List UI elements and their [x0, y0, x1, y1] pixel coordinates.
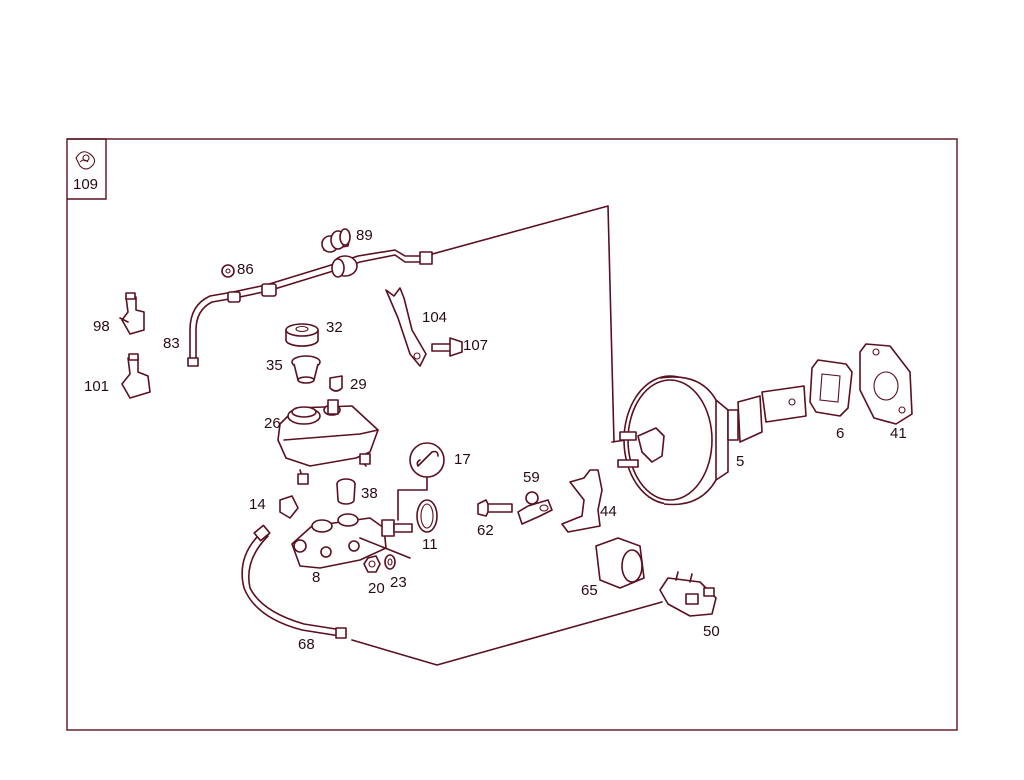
label-104: 104 — [422, 309, 447, 326]
part-68-hose — [241, 524, 347, 639]
part-26-reservoir — [277, 399, 379, 485]
label-26: 26 — [264, 415, 281, 432]
leader-lines — [424, 205, 627, 443]
label-17: 17 — [454, 451, 471, 468]
brake-caliper-icon — [75, 151, 96, 170]
part-98-connector — [119, 292, 145, 335]
label-86: 86 — [237, 261, 254, 278]
part-104-bracket — [385, 287, 427, 367]
part-107-bolt — [431, 337, 463, 357]
label-8: 8 — [312, 569, 320, 586]
label-35: 35 — [266, 357, 283, 374]
part-86-grommet — [221, 264, 235, 278]
part-38-seal — [336, 478, 356, 505]
part-89-boot — [321, 228, 351, 253]
brake-line-83 — [187, 249, 433, 367]
label-83: 83 — [163, 335, 180, 352]
label-6: 6 — [836, 425, 844, 442]
label-50: 50 — [703, 623, 720, 640]
part-29-plug — [329, 375, 343, 392]
part-20-nut — [363, 555, 381, 573]
part-35-strainer — [291, 355, 321, 384]
part-14-cap — [279, 495, 299, 519]
label-101: 101 — [84, 378, 109, 395]
part-11-oring — [416, 499, 438, 533]
part-5-brake-booster — [617, 375, 807, 506]
part-59-clip — [517, 491, 553, 525]
part-6-gasket — [809, 359, 853, 417]
part-44-bracket — [561, 469, 603, 533]
label-11: 11 — [422, 536, 438, 553]
label-65: 65 — [581, 582, 598, 599]
part-17-wrench-symbol — [397, 442, 445, 521]
label-32: 32 — [326, 319, 343, 336]
group-box: 109 — [67, 138, 107, 200]
label-23: 23 — [390, 574, 407, 591]
label-98: 98 — [93, 318, 110, 335]
label-68: 68 — [298, 636, 315, 653]
label-41: 41 — [890, 425, 907, 442]
part-65-damper — [595, 537, 645, 589]
part-23-washer — [384, 554, 396, 570]
label-59: 59 — [523, 469, 540, 486]
label-107: 107 — [463, 337, 488, 354]
part-62-bolt — [477, 499, 513, 517]
label-44: 44 — [600, 503, 617, 520]
leader-lines-bottom — [351, 601, 663, 666]
part-50-valve — [659, 571, 717, 617]
label-89: 89 — [356, 227, 373, 244]
group-number: 109 — [73, 176, 98, 193]
part-8-master-cylinder — [291, 513, 413, 569]
label-20: 20 — [368, 580, 385, 597]
label-62: 62 — [477, 522, 494, 539]
diagram-frame — [66, 138, 958, 731]
label-5: 5 — [736, 453, 744, 470]
label-38: 38 — [361, 485, 378, 502]
part-32-cap — [285, 323, 319, 347]
label-14: 14 — [249, 496, 266, 513]
label-29: 29 — [350, 376, 367, 393]
part-101-connector — [121, 353, 151, 399]
part-41-spacer — [859, 343, 913, 425]
